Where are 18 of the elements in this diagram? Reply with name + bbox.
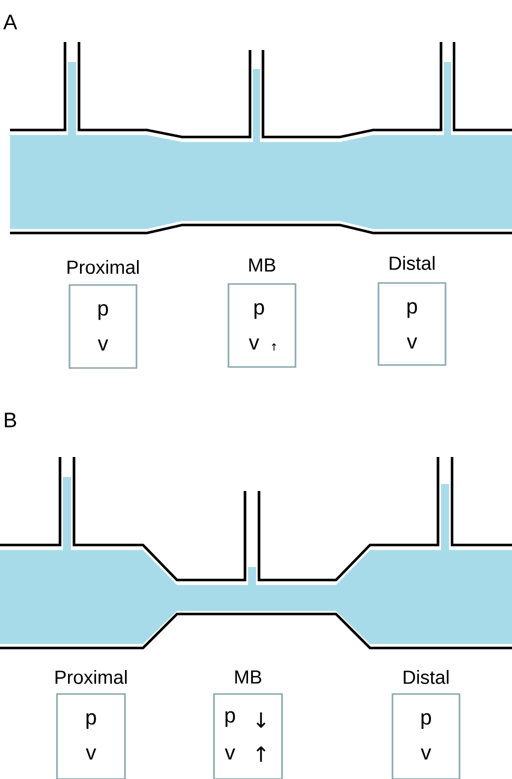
- measurement-box: p v: [392, 693, 460, 779]
- location-label: MB: [235, 670, 262, 684]
- node-label: p: [226, 711, 235, 727]
- measurement-box: p v: [56, 693, 126, 779]
- node-label: ↓: [256, 712, 266, 728]
- location-label: Distal: [404, 670, 448, 684]
- measurement-box: p v: [378, 282, 446, 366]
- measurement-box: p ↓ v ↑: [213, 693, 283, 779]
- location-label: Proximal: [56, 670, 127, 684]
- measurement-box: p v ↑: [228, 283, 296, 368]
- location-label: MB: [249, 258, 276, 272]
- panel-label: B: [4, 412, 16, 428]
- location-label: Proximal: [68, 260, 139, 274]
- location-label: Distal: [390, 256, 434, 270]
- panel-label: A: [3, 14, 18, 30]
- measurement-box: p v: [68, 284, 138, 369]
- node-label: v: [224, 748, 236, 760]
- node-label: ↑: [256, 746, 266, 762]
